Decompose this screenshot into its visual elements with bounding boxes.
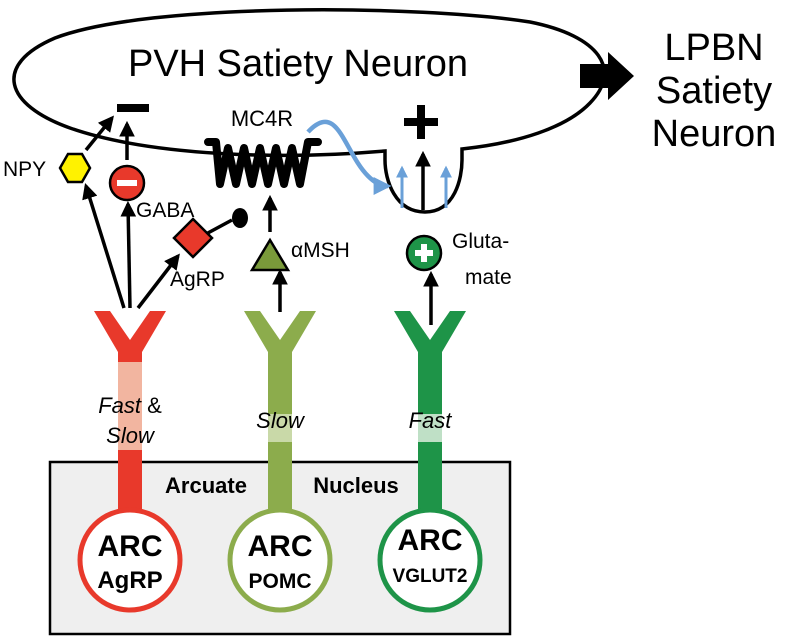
pomc-speed-label: Slow <box>256 408 306 433</box>
amsh-triangle <box>249 237 291 272</box>
agrp-blocks-mc4r-line <box>205 218 233 236</box>
inhibition-sign: – <box>117 104 149 112</box>
pomc-cell-body <box>227 507 333 613</box>
pomc-terminal-fork <box>244 311 316 352</box>
agrp-peptide-label: AgRP <box>170 268 225 291</box>
lpbn-label-line3: Neuron <box>652 113 777 155</box>
pomc-axon-upper <box>268 340 292 414</box>
gaba-minus <box>117 180 137 186</box>
amsh-label: αMSH <box>291 239 350 262</box>
npy-to-inhibition-arrow <box>84 115 114 152</box>
glutamate-plus-v <box>421 244 427 262</box>
pomc-axon-lower <box>268 440 292 518</box>
excitation-sign: + <box>404 105 438 139</box>
vglut2-axon-upper <box>418 340 442 414</box>
mc4r-receptor <box>204 138 322 188</box>
agrp-neuron-label-line1: ARC <box>98 530 163 563</box>
vglut2-neuron-label-line2: VGLUT2 <box>393 566 468 587</box>
vglut2-speed-label: Fast <box>409 408 453 433</box>
agrp-neuron-label-line2: AgRP <box>97 567 162 594</box>
lpbn-label-line2: Satiety <box>656 70 772 112</box>
glutamate-label-line1: Gluta- <box>452 230 509 253</box>
agrp-speed-label-line2: Slow <box>106 423 156 448</box>
agrp-terminal-fork <box>94 311 166 352</box>
agrp-to-gaba-arrow <box>120 200 137 309</box>
pomc-neuron <box>227 311 333 613</box>
npy-hexagon <box>58 152 92 184</box>
mc4r-signal-arrow <box>306 119 392 195</box>
agrp-to-npy-arrow <box>82 182 126 309</box>
vglut2-neuron-label-line1: ARC <box>398 524 463 557</box>
agrp-axon-light <box>118 360 142 450</box>
agrp-block-end <box>232 208 248 228</box>
pvh-title: PVH Satiety Neuron <box>128 43 468 85</box>
agrp-diamond <box>172 217 214 259</box>
gaba-label: GABA <box>136 199 194 222</box>
vglut2-axon-light <box>418 412 442 442</box>
mc4r-label: MC4R <box>231 106 293 131</box>
vglut2-cell-body <box>377 507 483 613</box>
agrp-axon-lower <box>118 448 142 518</box>
agrp-to-agrp-peptide-arrow <box>136 253 180 310</box>
vglut2-terminal-fork <box>394 311 466 352</box>
vglut2-axon-lower <box>418 440 442 518</box>
lpbn-label-line1: LPBN <box>664 27 763 69</box>
nucleus-label-word1: Arcuate <box>165 473 247 498</box>
nucleus-label-word2: Nucleus <box>313 473 399 498</box>
glutamate-label-line2: mate <box>465 266 512 289</box>
output-arrow <box>580 52 634 100</box>
pomc-neuron-label-line2: POMC <box>249 570 312 593</box>
vglut2-neuron <box>377 311 483 613</box>
npy-label: NPY <box>3 158 46 181</box>
pvh-neuron-outline <box>12 8 607 214</box>
pomc-axon-light <box>268 412 292 442</box>
pomc-neuron-label-line1: ARC <box>248 530 313 563</box>
agrp-speed-label-line1: Fast & <box>98 393 162 418</box>
agrp-cell-body <box>77 507 183 613</box>
agrp-neuron <box>77 311 183 613</box>
